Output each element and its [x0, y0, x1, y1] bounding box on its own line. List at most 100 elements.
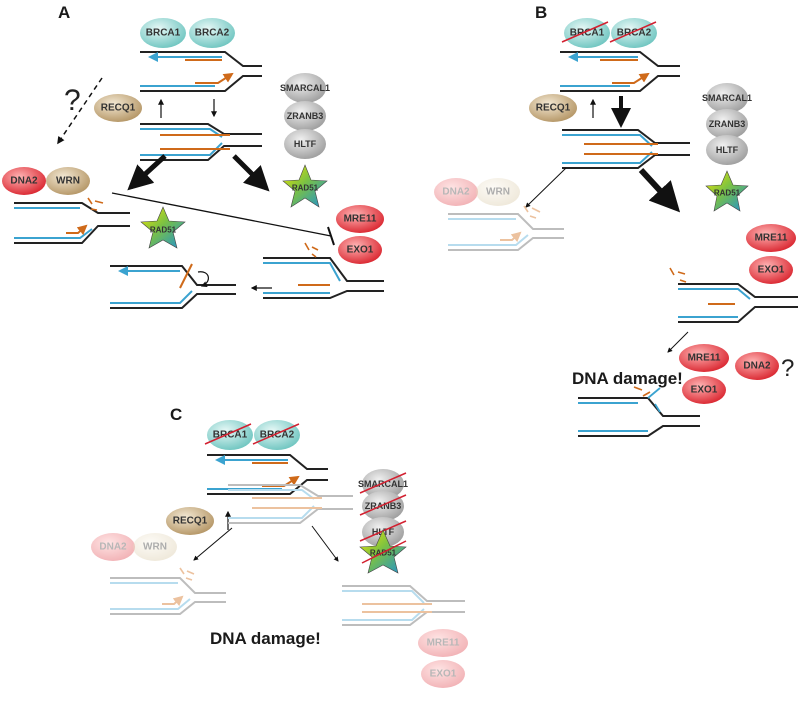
smarcal1-protein-c: SMARCAL1 — [358, 469, 408, 499]
big-arrow-a-right — [232, 154, 270, 192]
svg-text:BRCA2: BRCA2 — [195, 28, 230, 39]
brca2-protein: BRCA2 — [189, 18, 235, 48]
panel-a-letter: A — [58, 3, 70, 22]
brca1-protein-b: BRCA1 — [561, 18, 610, 48]
svg-text:RAD51: RAD51 — [292, 184, 319, 193]
brca2-protein-c: BRCA2 — [252, 420, 300, 450]
svg-text:BRCA1: BRCA1 — [570, 28, 605, 39]
svg-text:ZRANB3: ZRANB3 — [709, 119, 746, 129]
rad51-star-b: RAD51 — [705, 170, 749, 212]
rad51-star-c: RAD51 — [359, 529, 407, 574]
svg-text:EXO1: EXO1 — [430, 669, 457, 680]
svg-text:WRN: WRN — [143, 542, 167, 553]
svg-text:ZRANB3: ZRANB3 — [365, 501, 402, 511]
panel-b: B BRCA1 BRCA2 RECQ1 — [434, 3, 798, 437]
panel-b-letter: B — [535, 3, 547, 22]
recq1-protein-b: RECQ1 — [529, 94, 577, 122]
fork-a-top — [140, 51, 262, 92]
svg-text:BRCA2: BRCA2 — [260, 430, 295, 441]
mre11-protein-a: MRE11 — [336, 205, 384, 233]
svg-text:RAD51: RAD51 — [714, 189, 741, 198]
svg-text:MRE11: MRE11 — [755, 233, 788, 244]
fork-a-reversed — [140, 123, 262, 161]
fork-b-damaged — [578, 386, 700, 437]
svg-text:HLTF: HLTF — [294, 139, 317, 149]
dna2-protein-b-faded: DNA2 — [434, 178, 478, 206]
exo1-protein-a: EXO1 — [338, 236, 382, 264]
fork-b-degraded — [669, 267, 798, 323]
panel-c-letter: C — [170, 405, 182, 424]
fork-c-top — [207, 454, 328, 495]
brca1-protein-c: BRCA1 — [204, 420, 253, 450]
zranb3-protein-c: ZRANB3 — [359, 491, 407, 521]
svg-text:DNA2: DNA2 — [10, 176, 38, 187]
thin-arrow-b-left — [525, 167, 567, 208]
dna-damage-label-b: DNA damage! — [572, 369, 683, 388]
svg-text:EXO1: EXO1 — [347, 245, 374, 256]
svg-text:MRE11: MRE11 — [427, 638, 460, 649]
rad51-star-top: RAD51 — [282, 164, 328, 208]
exo1-protein-b-lower: EXO1 — [682, 376, 726, 404]
svg-text:SMARCAL1: SMARCAL1 — [280, 83, 330, 93]
wrn-protein-a: WRN — [46, 167, 90, 195]
fork-a-degraded — [263, 242, 384, 299]
svg-text:MRE11: MRE11 — [688, 353, 721, 364]
svg-text:EXO1: EXO1 — [758, 265, 785, 276]
thin-arrow-c-left — [193, 527, 233, 561]
question-mark-b: ? — [781, 355, 794, 382]
wrn-protein-b-faded: WRN — [476, 178, 520, 206]
svg-text:RAD51: RAD51 — [150, 226, 177, 235]
thin-arrow-c-right — [311, 525, 339, 562]
dna2-protein-a: DNA2 — [2, 167, 46, 195]
fork-c-left-faded — [110, 567, 226, 615]
brca1-protein: BRCA1 — [140, 18, 186, 48]
hltf-protein: HLTF — [284, 129, 326, 159]
thin-arrow-b-lower — [667, 331, 689, 353]
svg-text:WRN: WRN — [486, 187, 510, 198]
brca2-protein-b: BRCA2 — [609, 18, 657, 48]
fork-c-reversed-faded — [228, 484, 353, 524]
fork-b-faded — [448, 205, 564, 251]
panel-c: C BRCA1 BRCA2 RECQ1 — [91, 405, 468, 688]
big-arrow-a-left — [127, 154, 167, 191]
zranb3-protein: ZRANB3 — [284, 101, 326, 131]
svg-text:BRCA1: BRCA1 — [146, 28, 181, 39]
svg-text:DNA2: DNA2 — [743, 361, 771, 372]
rad51-star-left: RAD51 — [140, 206, 186, 249]
svg-text:DNA2: DNA2 — [99, 542, 127, 553]
wrn-protein-c-faded: WRN — [133, 533, 177, 561]
smarcal1-protein-b: SMARCAL1 — [702, 83, 752, 113]
svg-text:DNA2: DNA2 — [442, 187, 470, 198]
exo1-protein-b: EXO1 — [749, 256, 793, 284]
hltf-protein-b: HLTF — [706, 135, 748, 165]
fork-b-reversed — [562, 129, 690, 169]
dna2-protein-b-lower: DNA2 — [735, 352, 779, 380]
inhibition-line — [111, 192, 332, 237]
mre11-protein-b-lower: MRE11 — [679, 344, 729, 372]
fork-a-restored — [110, 263, 236, 309]
smarcal1-protein: SMARCAL1 — [280, 73, 330, 103]
fork-c-right-faded — [342, 585, 465, 626]
exo1-protein-c-faded: EXO1 — [421, 660, 465, 688]
svg-text:MRE11: MRE11 — [344, 214, 377, 225]
svg-text:BRCA1: BRCA1 — [213, 430, 248, 441]
svg-text:SMARCAL1: SMARCAL1 — [358, 479, 408, 489]
question-mark-a: ? — [64, 84, 81, 117]
zranb3-protein-b: ZRANB3 — [706, 109, 748, 139]
mre11-protein-c-faded: MRE11 — [418, 629, 468, 657]
svg-text:ZRANB3: ZRANB3 — [287, 111, 324, 121]
dna-damage-label-c: DNA damage! — [210, 629, 321, 648]
svg-text:EXO1: EXO1 — [691, 385, 718, 396]
big-arrow-b-down — [638, 167, 681, 213]
svg-text:HLTF: HLTF — [716, 145, 739, 155]
svg-text:RECQ1: RECQ1 — [536, 103, 571, 114]
svg-text:RECQ1: RECQ1 — [101, 103, 136, 114]
mre11-protein-b: MRE11 — [746, 224, 796, 252]
inhibition-bar — [327, 226, 335, 246]
recq1-protein: RECQ1 — [94, 94, 142, 122]
recq1-protein-c: RECQ1 — [166, 507, 214, 535]
panel-a: A BRCA1 BRCA2 RECQ1 — [2, 3, 384, 309]
dna2-protein-c-faded: DNA2 — [91, 533, 135, 561]
svg-text:SMARCAL1: SMARCAL1 — [702, 93, 752, 103]
